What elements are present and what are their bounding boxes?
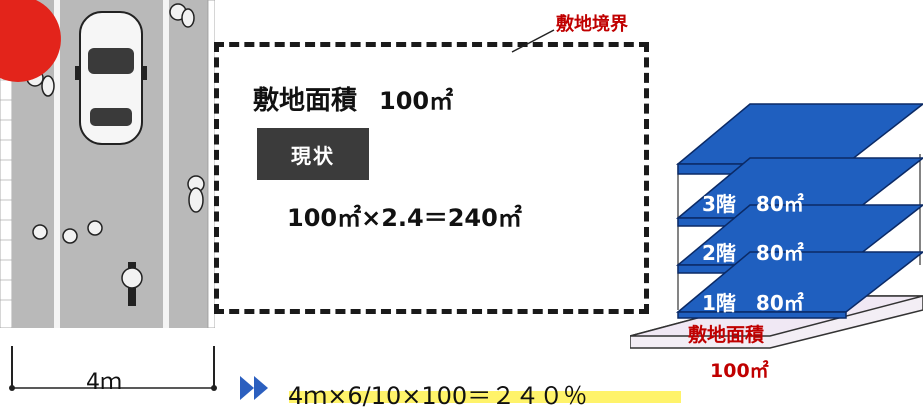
floor-area-formula: 100㎡×2.4＝240㎡ bbox=[287, 204, 522, 232]
ratio-calculation: 4ｍ×6/10×100＝２４０％ bbox=[288, 382, 588, 410]
site-area-heading: 敷地面積 100㎡ bbox=[253, 80, 453, 117]
boundary-leader-line bbox=[511, 29, 555, 53]
road-width-dimension bbox=[9, 346, 217, 391]
site-area-value: 100㎡ bbox=[379, 87, 454, 115]
site-boundary-box bbox=[214, 42, 649, 314]
ground-area-label: 敷地面積 bbox=[688, 324, 765, 346]
site-boundary-label: 敷地境界 bbox=[556, 14, 628, 35]
road-illustration bbox=[0, 0, 215, 328]
floor-1-label: 1階 80㎡ bbox=[702, 291, 804, 315]
road-width-label: 4ｍ bbox=[86, 370, 122, 395]
floor-3-label: 3階 80㎡ bbox=[702, 192, 804, 216]
current-status-badge: 現状 bbox=[257, 128, 369, 180]
building-floor-stack bbox=[630, 103, 923, 349]
calc-highlight bbox=[289, 391, 681, 403]
double-arrow-icon bbox=[240, 376, 268, 400]
ground-area-value: 100㎡ bbox=[710, 360, 769, 382]
floor-2-label: 2階 80㎡ bbox=[702, 241, 804, 265]
car-icon bbox=[75, 11, 147, 145]
site-area-label: 敷地面積 bbox=[253, 86, 358, 116]
